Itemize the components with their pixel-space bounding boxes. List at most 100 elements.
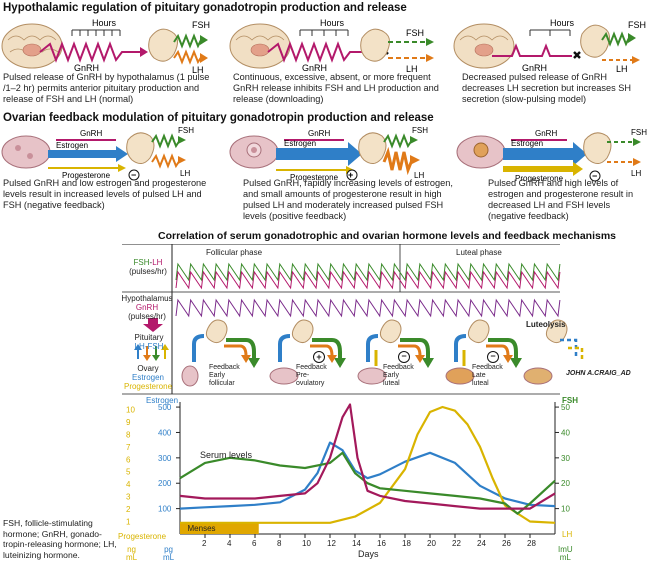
- lh-arrowhead: [241, 355, 251, 363]
- x-tick-label: 18: [402, 539, 411, 548]
- ovarian-panel-2-diagram: GnRH Estrogen Progesterone FSH LH +: [229, 126, 428, 182]
- ovarian-panel-1-caption: Pulsed GnRH and low estrogen and progest…: [3, 178, 207, 210]
- fsh-label: FSH: [628, 20, 646, 30]
- fsh-arrow: [400, 338, 430, 360]
- gnrh-label: GnRH: [535, 129, 557, 138]
- hours-label: Hours: [550, 18, 575, 28]
- x-tick-label: 4: [227, 539, 232, 548]
- x-tick-label: 22: [452, 539, 461, 548]
- progesterone-dashed-arrow: [568, 346, 584, 362]
- progesterone-tick-label: 3: [126, 493, 131, 502]
- section1-title: Hypothalamic regulation of pituitary gon…: [3, 2, 407, 14]
- brain-icon: [453, 23, 515, 69]
- gnrh-label: GnRH: [80, 129, 102, 138]
- progesterone-line: [180, 405, 556, 524]
- ovary-arrows-icon: [134, 344, 169, 361]
- pituitary-icon: [545, 319, 568, 344]
- lh-arrow: [398, 344, 422, 357]
- hypothalamic-panel-2-diagram: Hours GnRH FSH LH: [229, 18, 434, 74]
- feedback-sign-plus: +: [313, 351, 325, 363]
- fsh-tick-label: 50: [561, 403, 570, 412]
- gnrh-pulse-row: [175, 298, 561, 318]
- progesterone-tick-label: 5: [126, 468, 131, 477]
- fsh-line: [179, 451, 556, 515]
- lh-label: LH: [152, 258, 163, 267]
- x-tick-label: 28: [527, 539, 536, 548]
- abbreviation-legend: FSH, follicle-stimulating hormone; GnRH,…: [3, 518, 117, 560]
- pituitary-icon: [580, 24, 610, 58]
- fsh-pulse-line: [175, 262, 561, 282]
- fsh-arrow: [226, 338, 256, 360]
- lh-fsh-label: LH-FSH: [134, 342, 164, 351]
- pituitary-icon: [148, 28, 178, 62]
- hypothalamic-panel-3-caption: Decreased pulsed release of GnRH decreas…: [462, 72, 632, 104]
- estrogen-arrow: [454, 334, 467, 362]
- estrogen-tick-label: 500: [158, 403, 172, 412]
- serum-levels-label: Serum levels: [200, 450, 253, 460]
- illustrator-signature: JOHN A.CRAIG_AD: [566, 370, 631, 377]
- pituitary-icon: [205, 319, 228, 344]
- feedback-loop-diagrams: [181, 319, 584, 387]
- estrogen-tick-label: 300: [158, 454, 172, 463]
- ovary-icon: [523, 367, 553, 385]
- progesterone-label: Progesterone: [515, 174, 564, 182]
- progesterone-tick-label: 4: [126, 480, 131, 489]
- gnrh-pulse-line: [175, 298, 561, 318]
- x-tick-label: 8: [277, 539, 282, 548]
- lh-label: LH: [414, 171, 424, 180]
- fsh-arrowhead: [510, 358, 522, 368]
- hypothalamic-panel-2-caption: Continuous, excessive, absent, or more f…: [233, 72, 439, 104]
- fsh-label: FSH: [406, 28, 424, 38]
- lh-arrowhead: [503, 355, 513, 363]
- hypothalamus-label: Hypothalamus: [121, 294, 173, 303]
- fsh-arrowhead: [334, 358, 346, 368]
- pituitary-label: Pituitary: [134, 333, 164, 342]
- ovary-icon: [181, 365, 199, 387]
- x-tick-label: 26: [502, 539, 511, 548]
- gnrh-label: GnRH: [308, 129, 330, 138]
- lh-label: LH: [631, 169, 641, 178]
- lh-label: LH: [616, 64, 628, 74]
- fsh-arrow: [488, 338, 518, 360]
- fsh-arrowhead: [422, 358, 434, 368]
- lh-arrow: [310, 344, 334, 357]
- x-tick-label: 20: [427, 539, 436, 548]
- hypothalamic-panel-1-diagram: Hours GnRH FSH LH: [1, 18, 210, 74]
- luteolysis-label: Luteolysis: [526, 320, 566, 329]
- ovary-icon: [1, 135, 51, 169]
- fsh-tick-label: 40: [561, 428, 570, 437]
- gnrh-label: GnRH: [522, 63, 547, 73]
- lh-label: LH: [180, 169, 190, 178]
- ovary-icon: [445, 367, 475, 385]
- gnrh-label: GnRH: [74, 63, 99, 73]
- progesterone-tick-label: 2: [126, 505, 131, 514]
- follicular-phase-label: Follicular phase: [206, 248, 263, 257]
- x-tick-label: 12: [327, 539, 336, 548]
- estrogen-axis-title: Estrogen: [146, 396, 179, 405]
- progesterone-label: Progesterone: [290, 173, 339, 182]
- feedback-sign-minus-1: −: [398, 351, 410, 363]
- block-x-icon: [573, 51, 581, 59]
- x-axis-label: Days: [358, 549, 379, 559]
- progesterone-label: Progesterone: [123, 382, 173, 391]
- pituitary-icon: [583, 132, 612, 164]
- fsh-tick-label: 30: [561, 454, 570, 463]
- brain-icon: [1, 23, 63, 69]
- luteal-phase-label: Luteal phase: [456, 248, 502, 257]
- ovary-row-label: Ovary Estrogen Progesterone: [122, 364, 174, 391]
- estrogen-line: [179, 441, 556, 510]
- pituitary-icon: [358, 132, 387, 164]
- pituitary-icon: [360, 28, 390, 62]
- fsh-label: FSH: [412, 126, 428, 135]
- x-tick-label: 2: [202, 539, 207, 548]
- hours-label: Hours: [92, 18, 117, 28]
- fsh-label: FSH: [631, 128, 647, 137]
- section3-title: Correlation of serum gonadotrophic and o…: [158, 230, 617, 242]
- estrogen-tick-label: 100: [158, 505, 172, 514]
